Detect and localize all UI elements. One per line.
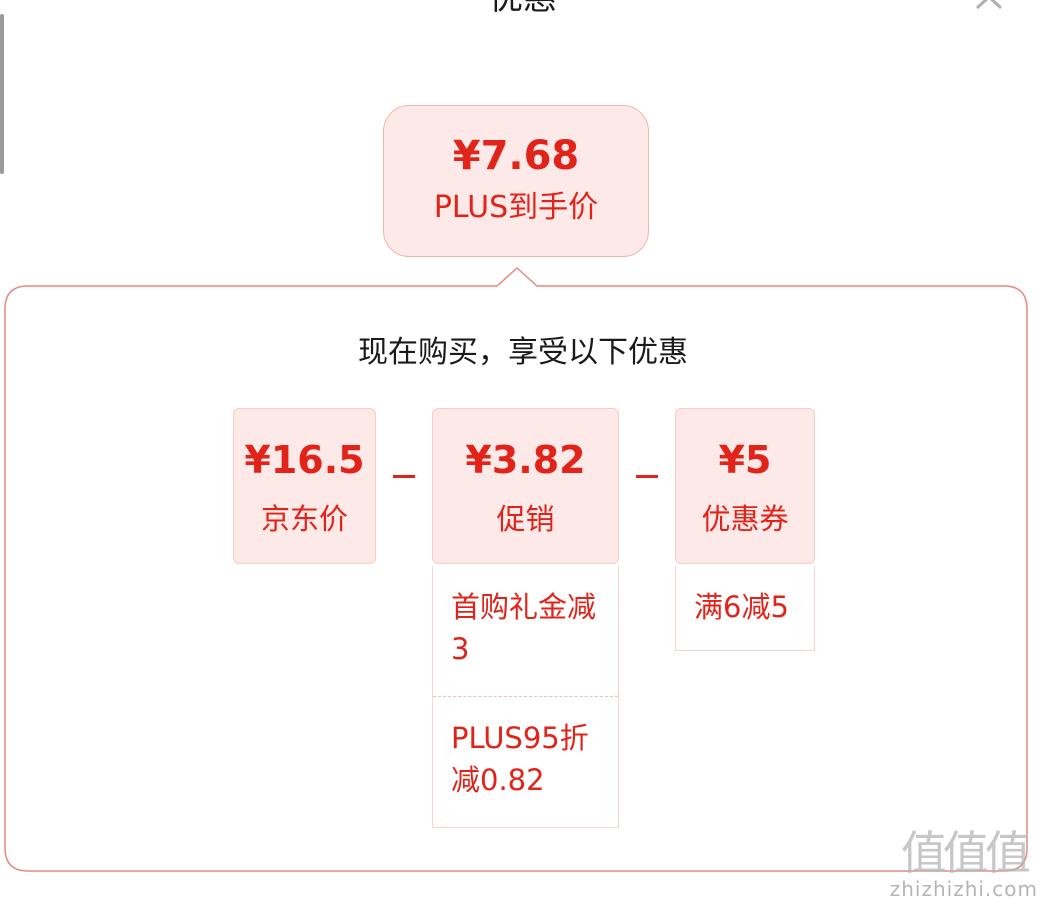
- jd-price-label: 京东价: [260, 502, 348, 536]
- sheet-title: 优惠: [0, 0, 1046, 18]
- promotion-label: 促销: [496, 502, 555, 536]
- watermark-domain: zhizhizhi.com: [889, 877, 1038, 901]
- jd-price-card: ¥16.5 京东价: [233, 408, 376, 564]
- coupon-label: 优惠券: [701, 502, 789, 536]
- minus-sign: [393, 475, 415, 478]
- promotion-card[interactable]: ¥3.82 促销: [432, 408, 619, 564]
- coupon-amount: ¥5: [718, 438, 772, 482]
- final-price-bubble: ¥7.68 PLUS到手价: [383, 105, 649, 257]
- final-price-label: PLUS到手价: [433, 190, 599, 225]
- discount-panel-outline: [4, 266, 1028, 872]
- coupon-detail-item: 满6减5: [694, 590, 789, 624]
- close-icon[interactable]: [974, 0, 1004, 10]
- promotion-detail-item: PLUS95折减0.82: [451, 721, 589, 797]
- watermark-logo: 值值值: [900, 826, 1031, 880]
- jd-price-amount: ¥16.5: [244, 438, 365, 482]
- dashed-divider: [433, 696, 618, 697]
- promotion-amount: ¥3.82: [465, 438, 586, 482]
- minus-sign: [636, 475, 658, 478]
- promotion-details: 首购礼金减3 PLUS95折减0.82: [432, 566, 619, 828]
- coupon-details: 满6减5: [675, 566, 815, 651]
- promotion-detail-item: 首购礼金减3: [451, 590, 597, 666]
- site-watermark: 值值值 zhizhizhi.com: [890, 828, 1038, 900]
- final-price-amount: ¥7.68: [452, 133, 580, 179]
- panel-heading: 现在购买，享受以下优惠: [358, 335, 688, 370]
- scroll-indicator[interactable]: [0, 14, 4, 174]
- coupon-card[interactable]: ¥5 优惠券: [675, 408, 815, 564]
